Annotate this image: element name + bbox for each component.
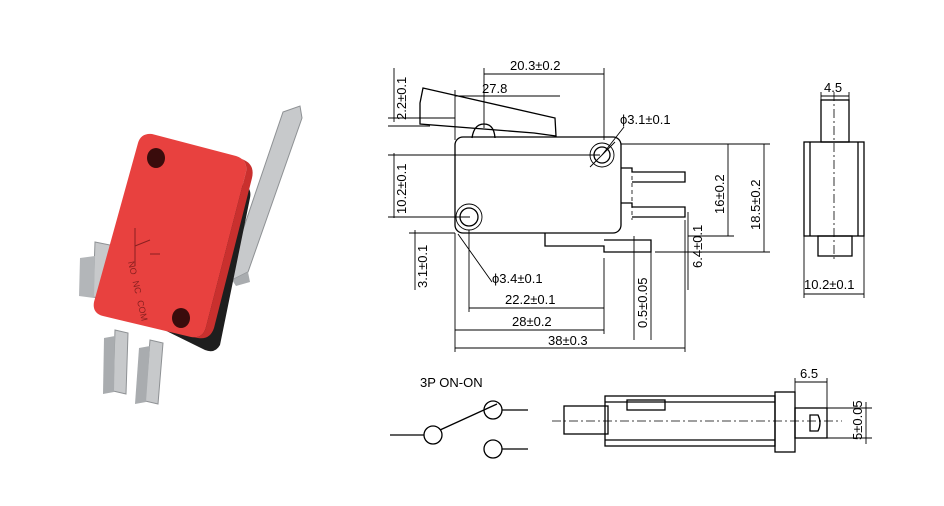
dim-terminal-16: 16±0.2 (712, 174, 727, 214)
embossed-marks: NO NC COM (126, 260, 149, 322)
mark-no: NO (126, 260, 139, 275)
dim-lever-length: 27.8 (482, 81, 507, 96)
dim-offset-0-5: 0.5±0.05 (635, 277, 650, 328)
dim-hole-spacing: 22.2±0.1 (505, 292, 556, 307)
dim-side-top: 4.5 (824, 80, 842, 95)
mark-com: COM (135, 299, 149, 322)
dim-terminal-18-5: 18.5±0.2 (748, 179, 763, 230)
com-contact (423, 425, 443, 445)
switch-base (140, 182, 251, 352)
schematic-title: 3P ON-ON (420, 375, 483, 390)
front-view-drawing: 20.3±0.2 27.8 2.2±0.1 10.2±0.1 3.1±0.1 ϕ… (388, 58, 770, 352)
circuit-schematic: 3P ON-ON (390, 375, 528, 459)
dim-lever-reach: 20.3±0.2 (510, 58, 561, 73)
dim-side-width: 10.2±0.1 (804, 277, 855, 292)
dim-upper-hole: ϕ3.1±0.1 (620, 112, 671, 127)
dim-terminal-thickness: 5±0.05 (850, 400, 865, 440)
dim-lower-hole: ϕ3.4±0.1 (492, 271, 543, 286)
nc-contact (483, 439, 503, 459)
dim-overall-length: 38±0.3 (548, 333, 588, 348)
switch-body (93, 133, 247, 338)
lever-outline (419, 87, 557, 137)
no-contact (483, 400, 503, 420)
mount-hole-upper (147, 148, 165, 168)
side-view-drawing: 4.5 10.2±0.1 (803, 80, 865, 298)
dim-terminal-6-4: 6.4±0.1 (690, 225, 705, 268)
body-outline (454, 136, 622, 234)
mount-hole-lower (172, 308, 190, 328)
switch-photo: NO NC COM (79, 105, 303, 405)
dim-terminal-width: 6.5 (800, 366, 818, 381)
terminal-detail-drawing: 6.5 5±0.05 (552, 366, 872, 453)
mark-nc: NC (131, 280, 144, 295)
dim-length-28: 28±0.2 (512, 314, 552, 329)
dim-hole-offset: 3.1±0.1 (415, 245, 430, 288)
dim-lever-thickness: 2.2±0.1 (394, 77, 409, 120)
terminal-front-1 (112, 329, 129, 395)
dim-body-height: 10.2±0.1 (394, 163, 409, 214)
